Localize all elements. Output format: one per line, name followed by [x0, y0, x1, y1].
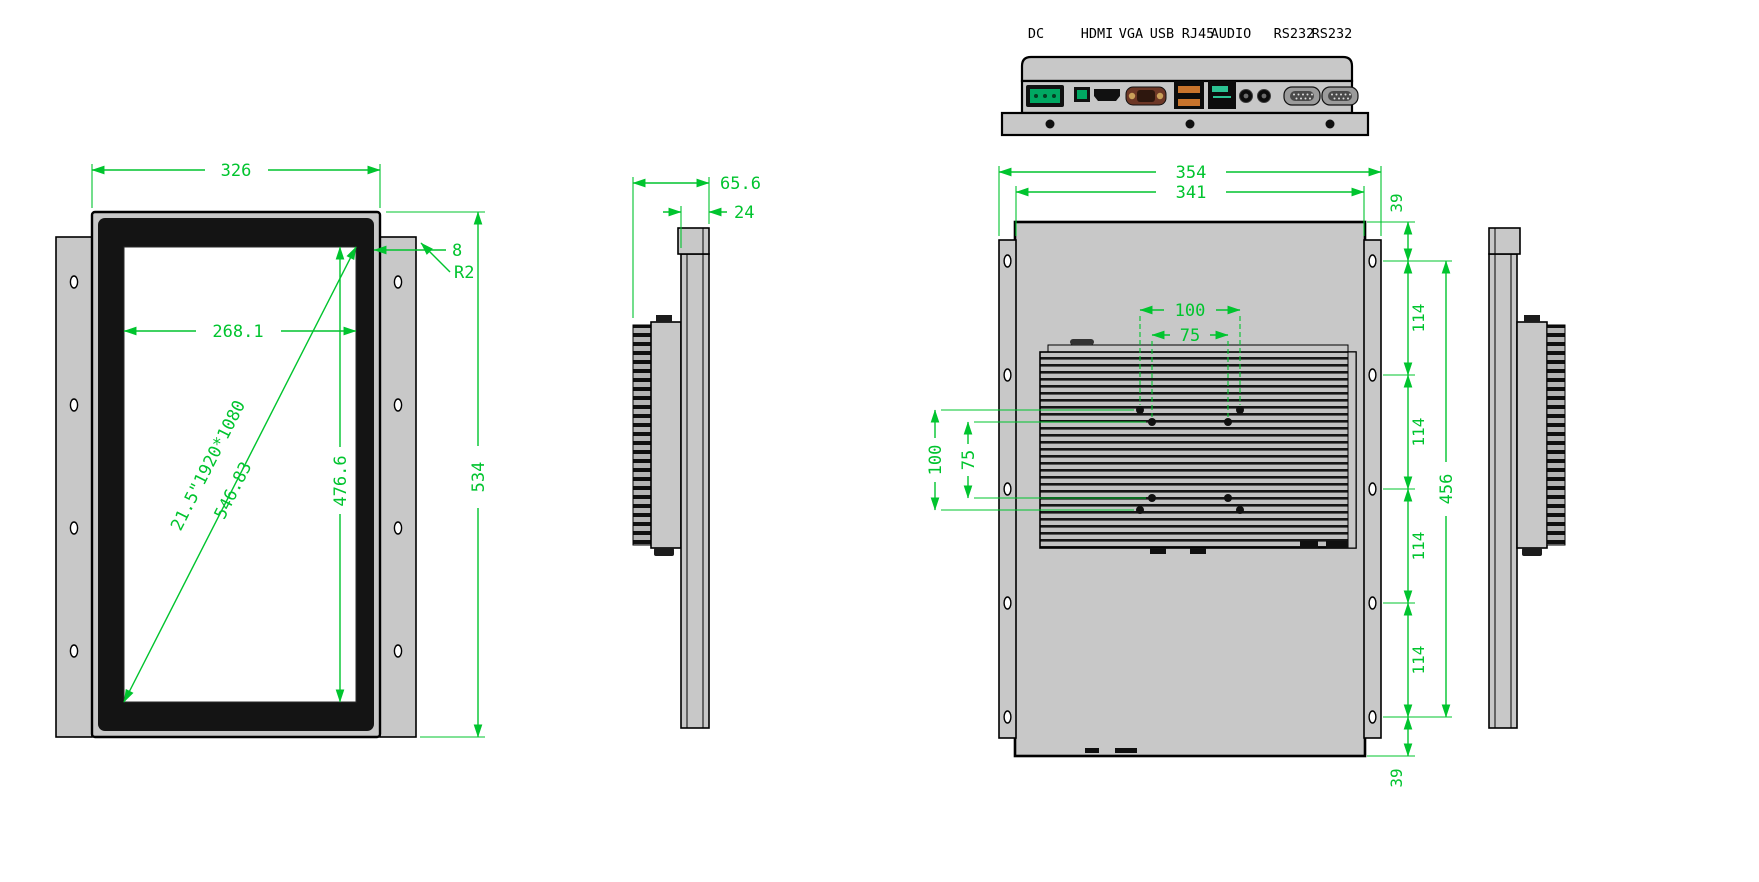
dim-hole-pitch-3: 114 — [1409, 532, 1428, 561]
side-heatsink-fins — [632, 324, 652, 546]
dim-hole-margin-bottom: 39 — [1387, 768, 1406, 787]
rear-foot — [1150, 548, 1166, 554]
rs232-port-2 — [1321, 86, 1359, 106]
side-view-right — [1488, 227, 1566, 729]
side-panel-top-cap — [677, 227, 710, 255]
dim-screen-height: 476.6 — [331, 455, 351, 506]
plate-screw-hole — [1045, 119, 1055, 129]
dim-hole-span: 456 — [1437, 474, 1457, 505]
side2-box-bottom-stub — [1522, 548, 1542, 556]
dc-connector — [1026, 85, 1064, 107]
port-label-rs232-2: RS232 — [1312, 26, 1353, 42]
side-box-bottom-stub — [654, 548, 674, 556]
power-switch — [1074, 87, 1090, 102]
hdmi-port — [1094, 89, 1120, 101]
dim-hole-pitch-4: 114 — [1409, 646, 1428, 675]
dim-vesa-width-100: 100 — [1175, 301, 1206, 321]
rear-foot — [1190, 548, 1206, 554]
vesa-holes — [1136, 406, 1244, 514]
port-label-vga: VGA — [1119, 26, 1143, 42]
back-cover-top — [1020, 55, 1354, 83]
side2-heatsink-fins — [1546, 324, 1566, 546]
dim-front-height: 534 — [469, 462, 489, 493]
rear-heatsink-tab — [1070, 339, 1094, 345]
rear-bracket-holes — [1003, 254, 1377, 724]
dim-panel-depth: 24 — [734, 203, 754, 223]
rear-heatsink-right-flange — [1347, 351, 1357, 549]
bottom-mount-plate — [1000, 111, 1370, 137]
side-panel-slab — [680, 253, 710, 729]
side-box-top-stub — [656, 315, 672, 322]
dim-vesa-width-75: 75 — [1180, 326, 1200, 346]
rear-bottom-detail — [1115, 748, 1137, 753]
port-label-dc: DC — [1028, 26, 1044, 42]
plate-screw-hole — [1325, 119, 1335, 129]
rear-bottom-detail — [1085, 748, 1099, 753]
dim-front-width: 326 — [221, 161, 252, 181]
port-label-usb: USB — [1150, 26, 1174, 42]
dim-screen-width: 268.1 — [212, 322, 263, 342]
dim-vesa-height-75: 75 — [959, 450, 979, 470]
rear-heatsink-detail — [1300, 541, 1318, 548]
dim-rear-width: 354 — [1176, 163, 1207, 183]
port-label-audio: AUDIO — [1211, 26, 1252, 42]
dim-corner-radius: R2 — [454, 263, 474, 283]
front-view: 326 534 268.1 476.6 21.5"1920*1080 546.8… — [55, 161, 489, 739]
port-label-rj45: RJ45 — [1182, 26, 1215, 42]
vga-port — [1125, 86, 1167, 106]
dim-hole-pitch-2: 114 — [1409, 418, 1428, 447]
dim-rear-body-width: 341 — [1176, 183, 1207, 203]
usb-ports — [1174, 81, 1204, 109]
side-view-left: 65.6 24 — [632, 174, 761, 729]
side2-panel-top-cap — [1488, 227, 1521, 255]
front-bracket-left — [55, 236, 93, 738]
rear-view: 354 341 100 75 100 75 — [926, 163, 1457, 788]
port-label-rs232-1: RS232 — [1274, 26, 1315, 42]
dim-hole-pitch-1: 114 — [1409, 304, 1428, 333]
dim-total-depth: 65.6 — [720, 174, 761, 194]
side-pc-box — [650, 321, 682, 549]
dim-vesa-height-100: 100 — [926, 445, 946, 476]
front-bracket-right — [379, 236, 417, 738]
side2-box-top-stub — [1524, 315, 1540, 322]
front-bracket-holes — [69, 275, 403, 658]
rj45-port — [1208, 81, 1236, 109]
rear-heatsink — [1039, 351, 1357, 549]
dim-hole-margin-top: 39 — [1387, 193, 1406, 212]
rear-heatsink-detail — [1326, 541, 1348, 548]
side2-panel-slab — [1488, 253, 1518, 729]
connector-view: DC HDMI VGA USB RJ45 AUDIO RS232 RS232 — [1000, 26, 1370, 137]
dim-edge-offset: 8 — [452, 241, 462, 261]
side2-pc-box — [1516, 321, 1548, 549]
port-label-hdmi: HDMI — [1081, 26, 1114, 42]
plate-screw-hole — [1185, 119, 1195, 129]
audio-jacks — [1239, 89, 1271, 103]
rs232-port-1 — [1283, 86, 1321, 106]
